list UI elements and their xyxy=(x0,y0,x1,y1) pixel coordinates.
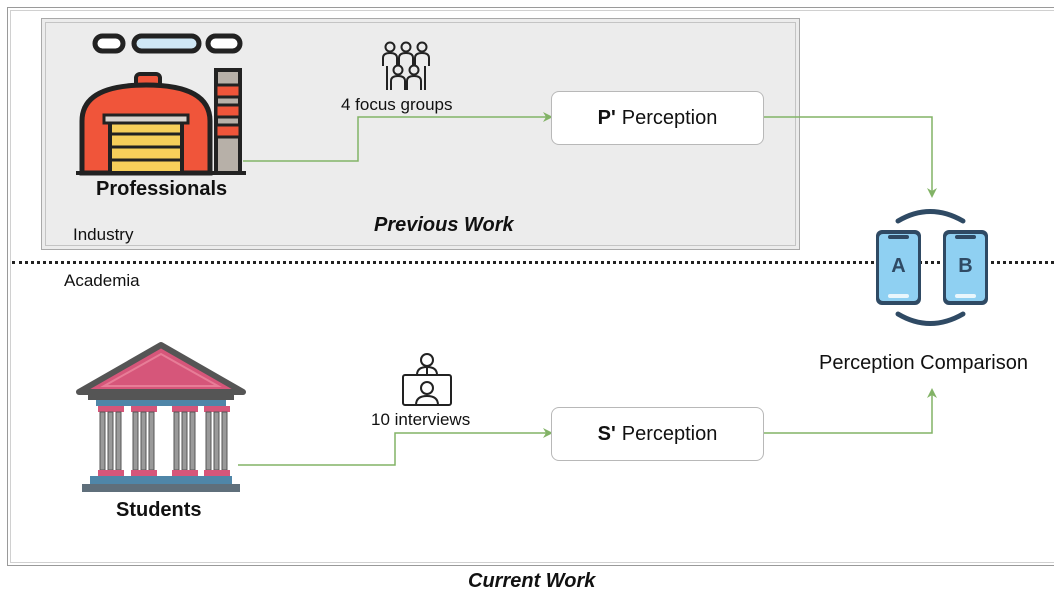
p-perception-box: P' Perception xyxy=(551,91,764,145)
focus-groups-label: 4 focus groups xyxy=(341,95,453,114)
s-perception-box: S' Perception xyxy=(551,407,764,461)
group-people-icon xyxy=(381,40,431,92)
arrow-p-to-comparison xyxy=(763,116,937,198)
phone-a-letter: A xyxy=(891,255,905,277)
p-perception-text: Perception xyxy=(621,106,718,129)
current-work-label: Current Work xyxy=(468,570,596,592)
phone-b-letter: B xyxy=(958,255,972,277)
professionals-label: Professionals xyxy=(96,178,228,200)
arrow-students-to-s xyxy=(238,428,553,466)
arrow-professionals-to-p xyxy=(243,112,553,162)
industry-label: Industry xyxy=(73,225,134,244)
arrow-s-to-comparison xyxy=(763,388,937,434)
ab-comparison-icon: A B xyxy=(866,206,996,328)
students-label: Students xyxy=(116,499,202,521)
current-work-frame xyxy=(7,7,1054,566)
perception-comparison-label: Perception Comparison xyxy=(819,352,1028,374)
industry-academia-divider xyxy=(12,261,1054,264)
p-prime-label: P' xyxy=(597,106,616,129)
academia-label: Academia xyxy=(64,271,140,290)
interviews-label: 10 interviews xyxy=(371,410,471,429)
interview-icon xyxy=(400,353,454,411)
factory-icon xyxy=(76,33,246,176)
university-building-icon xyxy=(76,342,246,494)
s-prime-label: S' xyxy=(597,422,616,445)
previous-work-label: Previous Work xyxy=(374,214,514,236)
s-perception-text: Perception xyxy=(621,422,718,445)
